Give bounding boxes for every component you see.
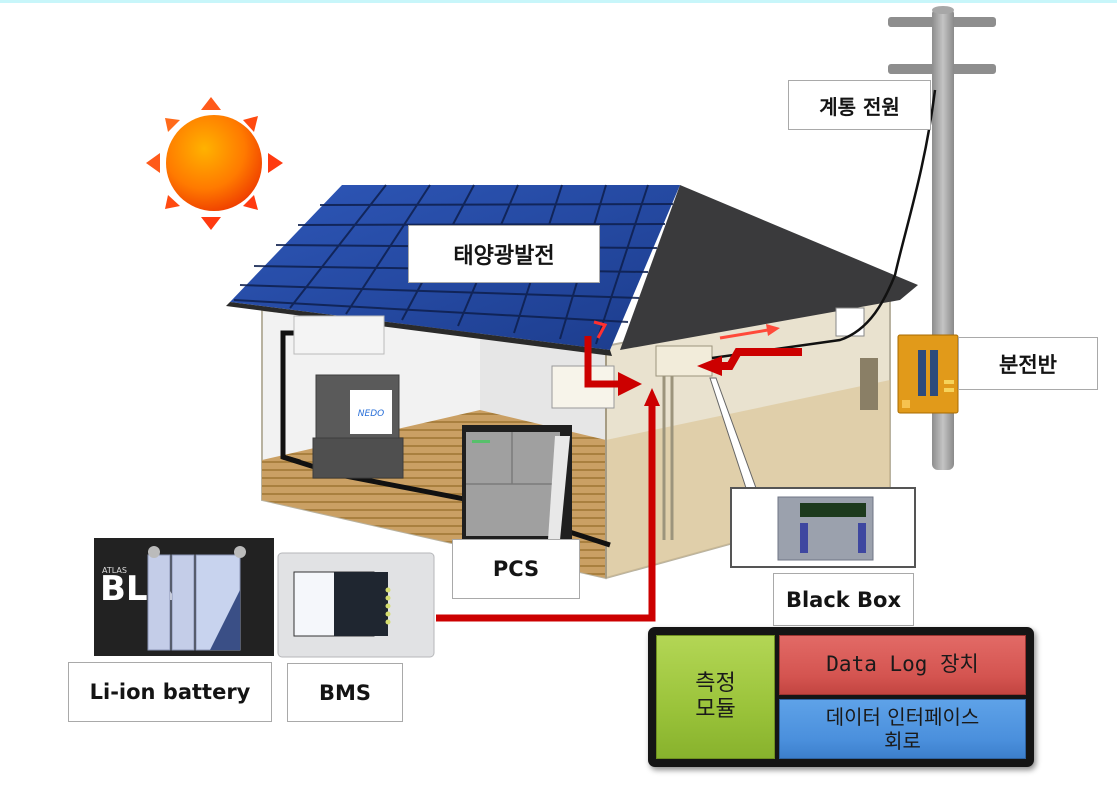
- sun-icon: [146, 97, 283, 230]
- bms-label: BMS: [287, 663, 403, 722]
- measurement-module-line2: 모듈: [695, 697, 736, 722]
- bms-device: [277, 552, 435, 658]
- arrow-up-from-bms: [644, 388, 660, 406]
- conduit: [662, 376, 674, 540]
- arrow-to-grid: [766, 324, 780, 336]
- svg-text:NEDO: NEDO: [358, 409, 384, 419]
- data-interface-line2: 회로: [884, 729, 921, 753]
- outlet-box: [835, 307, 865, 337]
- meter-box: [655, 345, 713, 377]
- svg-text:ATLAS: ATLAS: [102, 566, 127, 575]
- data-interface-circuit: 데이터 인터페이스 회로: [779, 699, 1026, 759]
- data-interface-line1: 데이터 인터페이스: [825, 705, 980, 729]
- measurement-module: 측정 모듈: [656, 635, 775, 759]
- li-ion-battery-label: Li-ion battery: [68, 662, 272, 722]
- distribution-panel-label: 분전반: [958, 337, 1098, 390]
- arrow-to-junction: [618, 372, 642, 396]
- solar-generation-label: 태양광발전: [408, 225, 600, 283]
- arrow-from-grid: [697, 356, 722, 376]
- grid-cable: [711, 89, 937, 360]
- data-log-device: Data Log 장치: [779, 635, 1026, 695]
- black-box-module-panel: 측정 모듈 Data Log 장치 데이터 인터페이스 회로: [648, 627, 1034, 767]
- measurement-module-line1: 측정: [695, 670, 736, 696]
- li-ion-battery-device: BLA ATLAS: [94, 538, 274, 656]
- grid-power-label: 계통 전원: [788, 80, 931, 130]
- black-box-device: [730, 487, 916, 568]
- pcs-label: PCS: [452, 539, 580, 599]
- data-log-device-text: Data Log 장치: [826, 652, 979, 677]
- black-box-label: Black Box: [773, 573, 914, 626]
- top-border: [0, 0, 1117, 3]
- pcs-cabinet: [462, 425, 572, 541]
- power-flow-arrows: [584, 320, 802, 470]
- distribution-panel: [860, 334, 959, 414]
- air-conditioner: [293, 315, 385, 355]
- tv: NEDO: [312, 374, 404, 479]
- bms-connection-line: [436, 470, 656, 622]
